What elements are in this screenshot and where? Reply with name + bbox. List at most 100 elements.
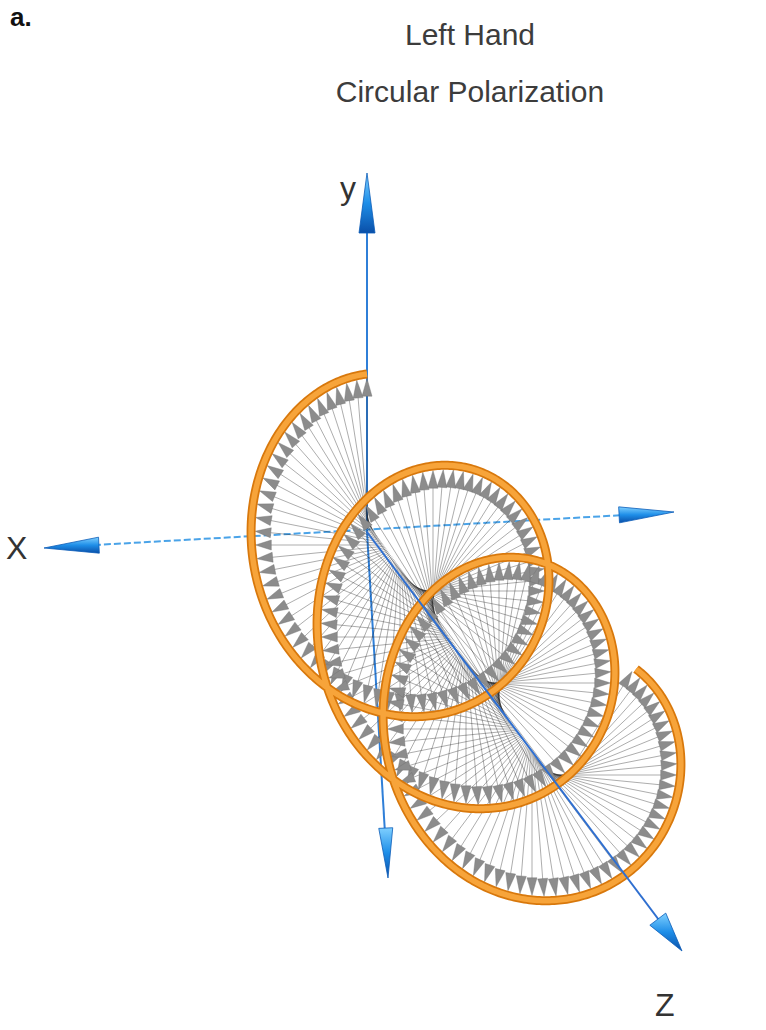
vector-shaft (270, 545, 384, 546)
vector-head (393, 484, 403, 502)
vector-head (321, 620, 337, 630)
vector-head (366, 505, 379, 522)
vector-head (255, 528, 271, 538)
vector-shaft (443, 741, 523, 831)
vector-head (353, 380, 363, 398)
vector-head (389, 736, 405, 746)
vector-head (410, 626, 426, 641)
vector-head (255, 540, 271, 550)
vector-head (389, 688, 406, 698)
vector-shaft (324, 413, 372, 528)
vector-shaft (291, 553, 389, 617)
vector-shaft (361, 535, 441, 625)
vector-head (272, 454, 288, 468)
vector-shaft (412, 734, 519, 778)
vector-shaft (289, 453, 376, 535)
vector-head (285, 622, 301, 636)
vector-head (437, 470, 447, 488)
vector-head (485, 864, 495, 882)
vector-head (503, 782, 513, 800)
vector-head (462, 851, 474, 869)
vector-head (457, 682, 469, 700)
vector-head (637, 826, 653, 839)
vector-head (529, 586, 545, 596)
vector-head (494, 562, 504, 580)
vector-head (327, 392, 337, 410)
vector-head (459, 576, 469, 594)
vector-head (440, 781, 450, 799)
vector-head (317, 398, 328, 416)
axis-arrowhead (359, 173, 375, 233)
vector-head (383, 490, 394, 508)
vector-head (416, 694, 426, 712)
vector-head (493, 784, 503, 802)
vector-head (582, 716, 599, 727)
axis-line (367, 532, 668, 932)
vector-head (463, 474, 473, 492)
vector-head (468, 571, 478, 589)
vector-head (323, 644, 339, 654)
vector-head (344, 383, 354, 401)
vector-shaft (308, 427, 373, 531)
vector-shaft (336, 637, 450, 638)
vector-head (548, 878, 558, 896)
vector-shaft (452, 742, 525, 840)
vector-head (595, 668, 611, 678)
axis-arrowhead (379, 828, 393, 878)
vector-head (571, 734, 587, 747)
vector-head (336, 387, 346, 405)
vector-head (388, 700, 405, 710)
vector-shaft (271, 508, 381, 541)
vector-head (656, 731, 673, 742)
vector-head (538, 878, 548, 896)
vector-head (511, 633, 528, 645)
vector-shaft (510, 749, 530, 874)
vector-head (661, 760, 677, 770)
vector-head (353, 680, 363, 698)
vector-head (404, 638, 420, 652)
vector-shaft (357, 645, 455, 709)
axis-label: Z (655, 987, 675, 1024)
vector-head (432, 597, 445, 614)
vector-shaft (382, 511, 439, 621)
vector-head (577, 725, 594, 737)
axis-arrowhead (44, 537, 99, 553)
vector-head (419, 772, 429, 790)
vector-head (278, 611, 294, 624)
axes-front (44, 173, 682, 951)
vector-head (461, 786, 471, 804)
vector-shaft (342, 577, 445, 631)
vector-head (449, 582, 460, 600)
vector-head (473, 858, 484, 876)
vector-head (527, 878, 537, 896)
vector-head (503, 562, 513, 580)
vector-head (524, 605, 541, 615)
vector-head (653, 799, 670, 809)
vector-head (529, 566, 539, 584)
vector-head (406, 694, 416, 712)
vector-head (659, 780, 675, 790)
vector-head (589, 866, 601, 884)
vector-head (516, 624, 533, 635)
vector-head (425, 816, 441, 831)
vector-shaft (367, 527, 440, 625)
vector-head (391, 748, 408, 758)
panel-letter: a. (10, 2, 32, 33)
vector-head (387, 724, 403, 734)
vector-head (351, 524, 366, 540)
vector-head (326, 583, 343, 594)
vector-shaft (460, 743, 525, 847)
vector-head (442, 835, 456, 852)
vector-head (427, 692, 437, 710)
vector-head (325, 656, 342, 666)
vector-shaft (476, 674, 569, 747)
diagram-title: Left Hand Circular Polarization (290, 6, 650, 120)
vector-head (485, 564, 495, 582)
vector-shaft (532, 752, 533, 879)
vector-head (579, 870, 590, 888)
vector-head (523, 774, 535, 792)
vector-head (272, 600, 289, 612)
vector-head (559, 876, 569, 894)
vector-head (257, 552, 273, 562)
